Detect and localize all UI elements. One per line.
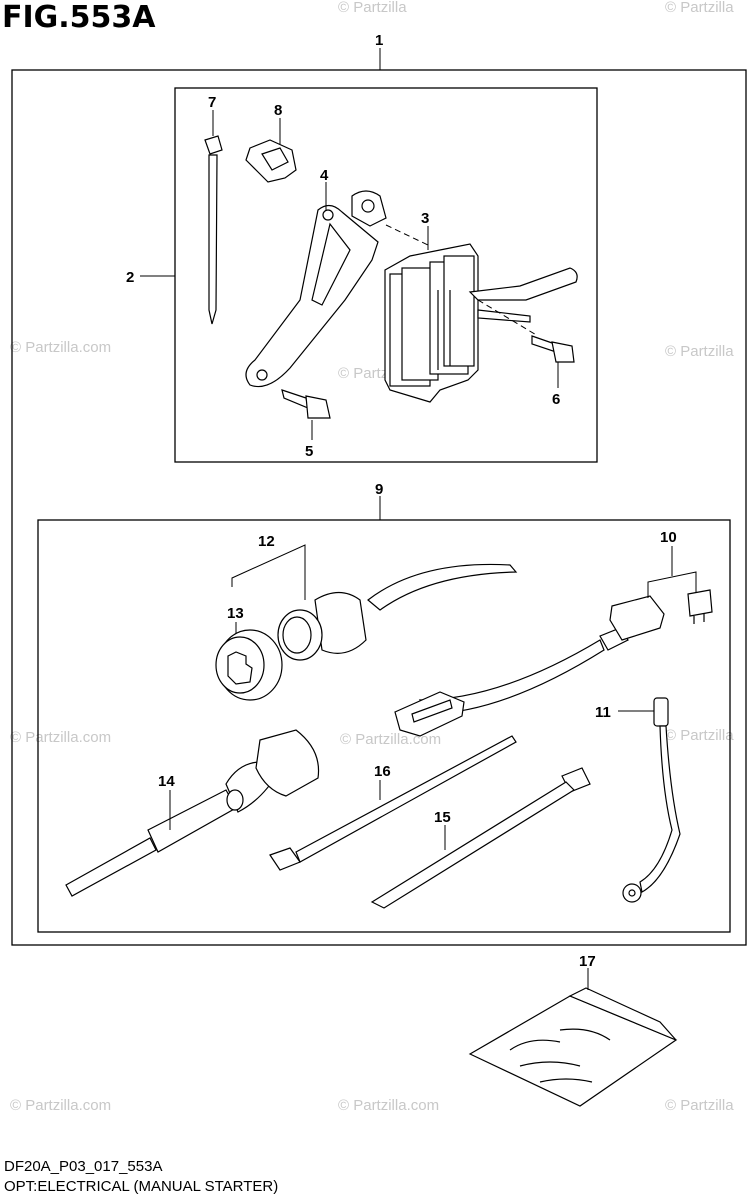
plug-12 bbox=[277, 563, 518, 661]
drawing-code: DF20A_P03_017_553A bbox=[4, 1158, 163, 1175]
socket-13 bbox=[215, 629, 283, 701]
watermark: © Partzilla bbox=[665, 0, 734, 16]
bolt-5 bbox=[281, 389, 331, 419]
watermark: © Partzilla.com bbox=[340, 731, 441, 748]
callout-6: 6 bbox=[552, 391, 560, 408]
callout-2: 2 bbox=[126, 269, 134, 286]
splice-connector bbox=[394, 691, 465, 737]
callout-15: 15 bbox=[434, 809, 451, 826]
watermark: © Partzilla bbox=[665, 727, 734, 744]
cable-tie-15 bbox=[370, 767, 591, 909]
watermark: © Partzilla bbox=[665, 343, 734, 360]
watermark: © Partzilla bbox=[338, 0, 407, 16]
bracket-4 bbox=[245, 190, 387, 388]
boot-14 bbox=[65, 729, 320, 897]
cable-tie-7 bbox=[204, 135, 223, 325]
callout-12: 12 bbox=[258, 533, 275, 550]
callout-17: 17 bbox=[579, 953, 596, 970]
rectifier-3 bbox=[384, 243, 578, 403]
callout-4: 4 bbox=[320, 167, 329, 184]
figure-caption: OPT:ELECTRICAL (MANUAL STARTER) bbox=[4, 1178, 279, 1195]
watermark: © Partzilla.com bbox=[10, 1097, 111, 1114]
callout-11: 11 bbox=[595, 704, 611, 721]
callout-8: 8 bbox=[274, 102, 282, 119]
watermarks: © Partzilla.com © Partzilla.com © Partzi… bbox=[10, 0, 734, 1114]
figure-title: FIG.553A bbox=[2, 0, 156, 35]
callout-1: 1 bbox=[375, 32, 383, 49]
callout-5: 5 bbox=[305, 443, 313, 460]
callout-7: 7 bbox=[208, 94, 216, 111]
assembly-box-2 bbox=[174, 87, 598, 463]
callout-16: 16 bbox=[374, 763, 391, 780]
callout-13: 13 bbox=[227, 605, 244, 622]
callout-3: 3 bbox=[421, 210, 429, 227]
callout-14: 14 bbox=[158, 773, 175, 790]
watermark: © Partzilla bbox=[665, 1097, 734, 1114]
clamp-8 bbox=[245, 139, 297, 183]
bolt-6 bbox=[531, 335, 575, 363]
bag-17 bbox=[468, 987, 678, 1107]
assembly-box-1 bbox=[11, 69, 747, 946]
callout-10: 10 bbox=[660, 529, 677, 546]
assembly-box-9 bbox=[37, 519, 731, 933]
connector-10 bbox=[418, 589, 713, 715]
watermark: © Partzilla.com bbox=[338, 1097, 439, 1114]
watermark: © Partzilla.com bbox=[10, 729, 111, 746]
callout-9: 9 bbox=[375, 481, 383, 498]
cable-tie-16 bbox=[269, 735, 517, 871]
ring-terminal-11 bbox=[622, 697, 681, 903]
watermark: © Partzilla.com bbox=[10, 339, 111, 356]
